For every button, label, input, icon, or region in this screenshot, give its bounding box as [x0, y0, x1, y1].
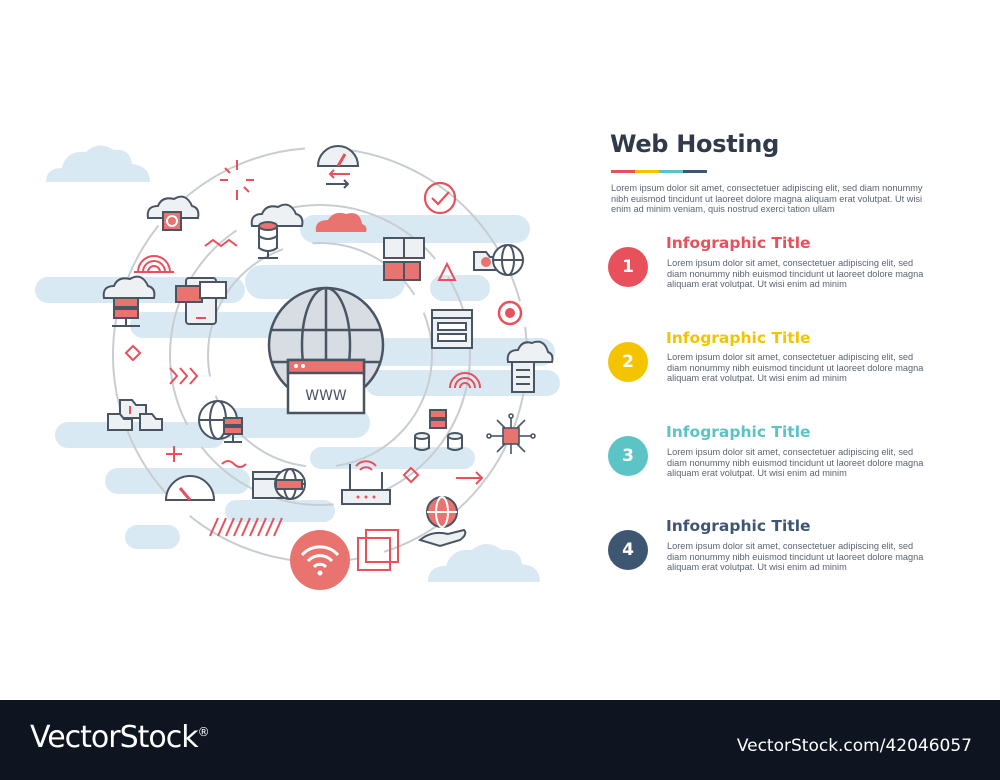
puzzle-icon: [383, 237, 425, 281]
cloud-decorations: [46, 145, 540, 582]
zigzag-decoration: [204, 238, 238, 248]
arrow-right-icon: [456, 471, 484, 485]
triangle-decoration: [437, 261, 457, 281]
cloud-server-icon: [146, 195, 200, 231]
registered-mark: ®: [197, 725, 210, 739]
diamond-decoration: [402, 466, 420, 484]
hatch-decoration: [209, 517, 283, 537]
folder-transfer-icon: [107, 399, 163, 431]
item-body: Lorem ipsum dolor sit amet, consectetuer…: [667, 541, 924, 573]
speedometer-icon: [316, 145, 360, 189]
title-underline: [611, 170, 707, 173]
globe-server-icon: [198, 400, 243, 443]
www-globe-icon: WWW: [267, 286, 385, 415]
router-icon: [341, 460, 391, 505]
chip-icon: [486, 413, 536, 454]
item-body: Lorem ipsum dolor sit amet, consectetuer…: [667, 447, 924, 479]
folder-globe-icon: [473, 244, 524, 276]
underline-segment-red: [611, 170, 635, 173]
wave-decoration: [221, 460, 247, 468]
cloud-icon: [315, 212, 367, 232]
brand-name: VectorStock: [30, 720, 199, 755]
server-rack-icon: [414, 409, 463, 451]
number-badge: 3: [608, 436, 648, 476]
item-title: Infographic Title: [666, 329, 811, 347]
underline-segment-yellow: [635, 170, 659, 173]
wifi-arcs-icon: [449, 372, 481, 389]
overlap-squares-icon: [357, 529, 399, 571]
plus-decoration: [166, 446, 182, 462]
brand-logo: VectorStock®: [30, 720, 210, 755]
gauge-icon: [164, 475, 216, 501]
watermark-footer: [0, 700, 1000, 780]
target-icon: [497, 300, 523, 326]
login-window-icon: [431, 309, 473, 349]
cloud-database-icon: [250, 203, 304, 259]
wifi-icon: [290, 530, 350, 590]
diamond-decoration: [124, 344, 142, 362]
chat-phone-icon: [175, 277, 227, 325]
image-id: VectorStock.com/42046057: [736, 736, 972, 756]
check-icon: [423, 181, 457, 215]
chevrons-decoration: [169, 367, 199, 385]
intro-paragraph: Lorem ipsum dolor sit amet, consectetuer…: [611, 183, 923, 215]
page-title: Web Hosting: [610, 130, 779, 158]
item-title: Infographic Title: [666, 234, 811, 252]
number-badge: 2: [608, 342, 648, 382]
signal-arcs-icon: [134, 255, 174, 273]
hand-globe-icon: [417, 496, 467, 548]
cloud-storage-icon: [506, 340, 554, 393]
underline-segment-navy: [683, 170, 707, 173]
item-title: Infographic Title: [666, 517, 811, 535]
item-body: Lorem ipsum dolor sit amet, consectetuer…: [667, 258, 924, 290]
hosting-illustration: WWW: [35, 145, 560, 590]
sparkle-icon: [220, 160, 254, 200]
www-label: WWW: [305, 388, 347, 404]
item-title: Infographic Title: [666, 423, 811, 441]
cloud-hosting-icon: [102, 275, 156, 327]
underline-segment-teal: [659, 170, 683, 173]
number-badge: 4: [608, 530, 648, 570]
number-badge: 1: [608, 247, 648, 287]
browser-globe-icon: [252, 468, 306, 500]
item-body: Lorem ipsum dolor sit amet, consectetuer…: [667, 352, 924, 384]
